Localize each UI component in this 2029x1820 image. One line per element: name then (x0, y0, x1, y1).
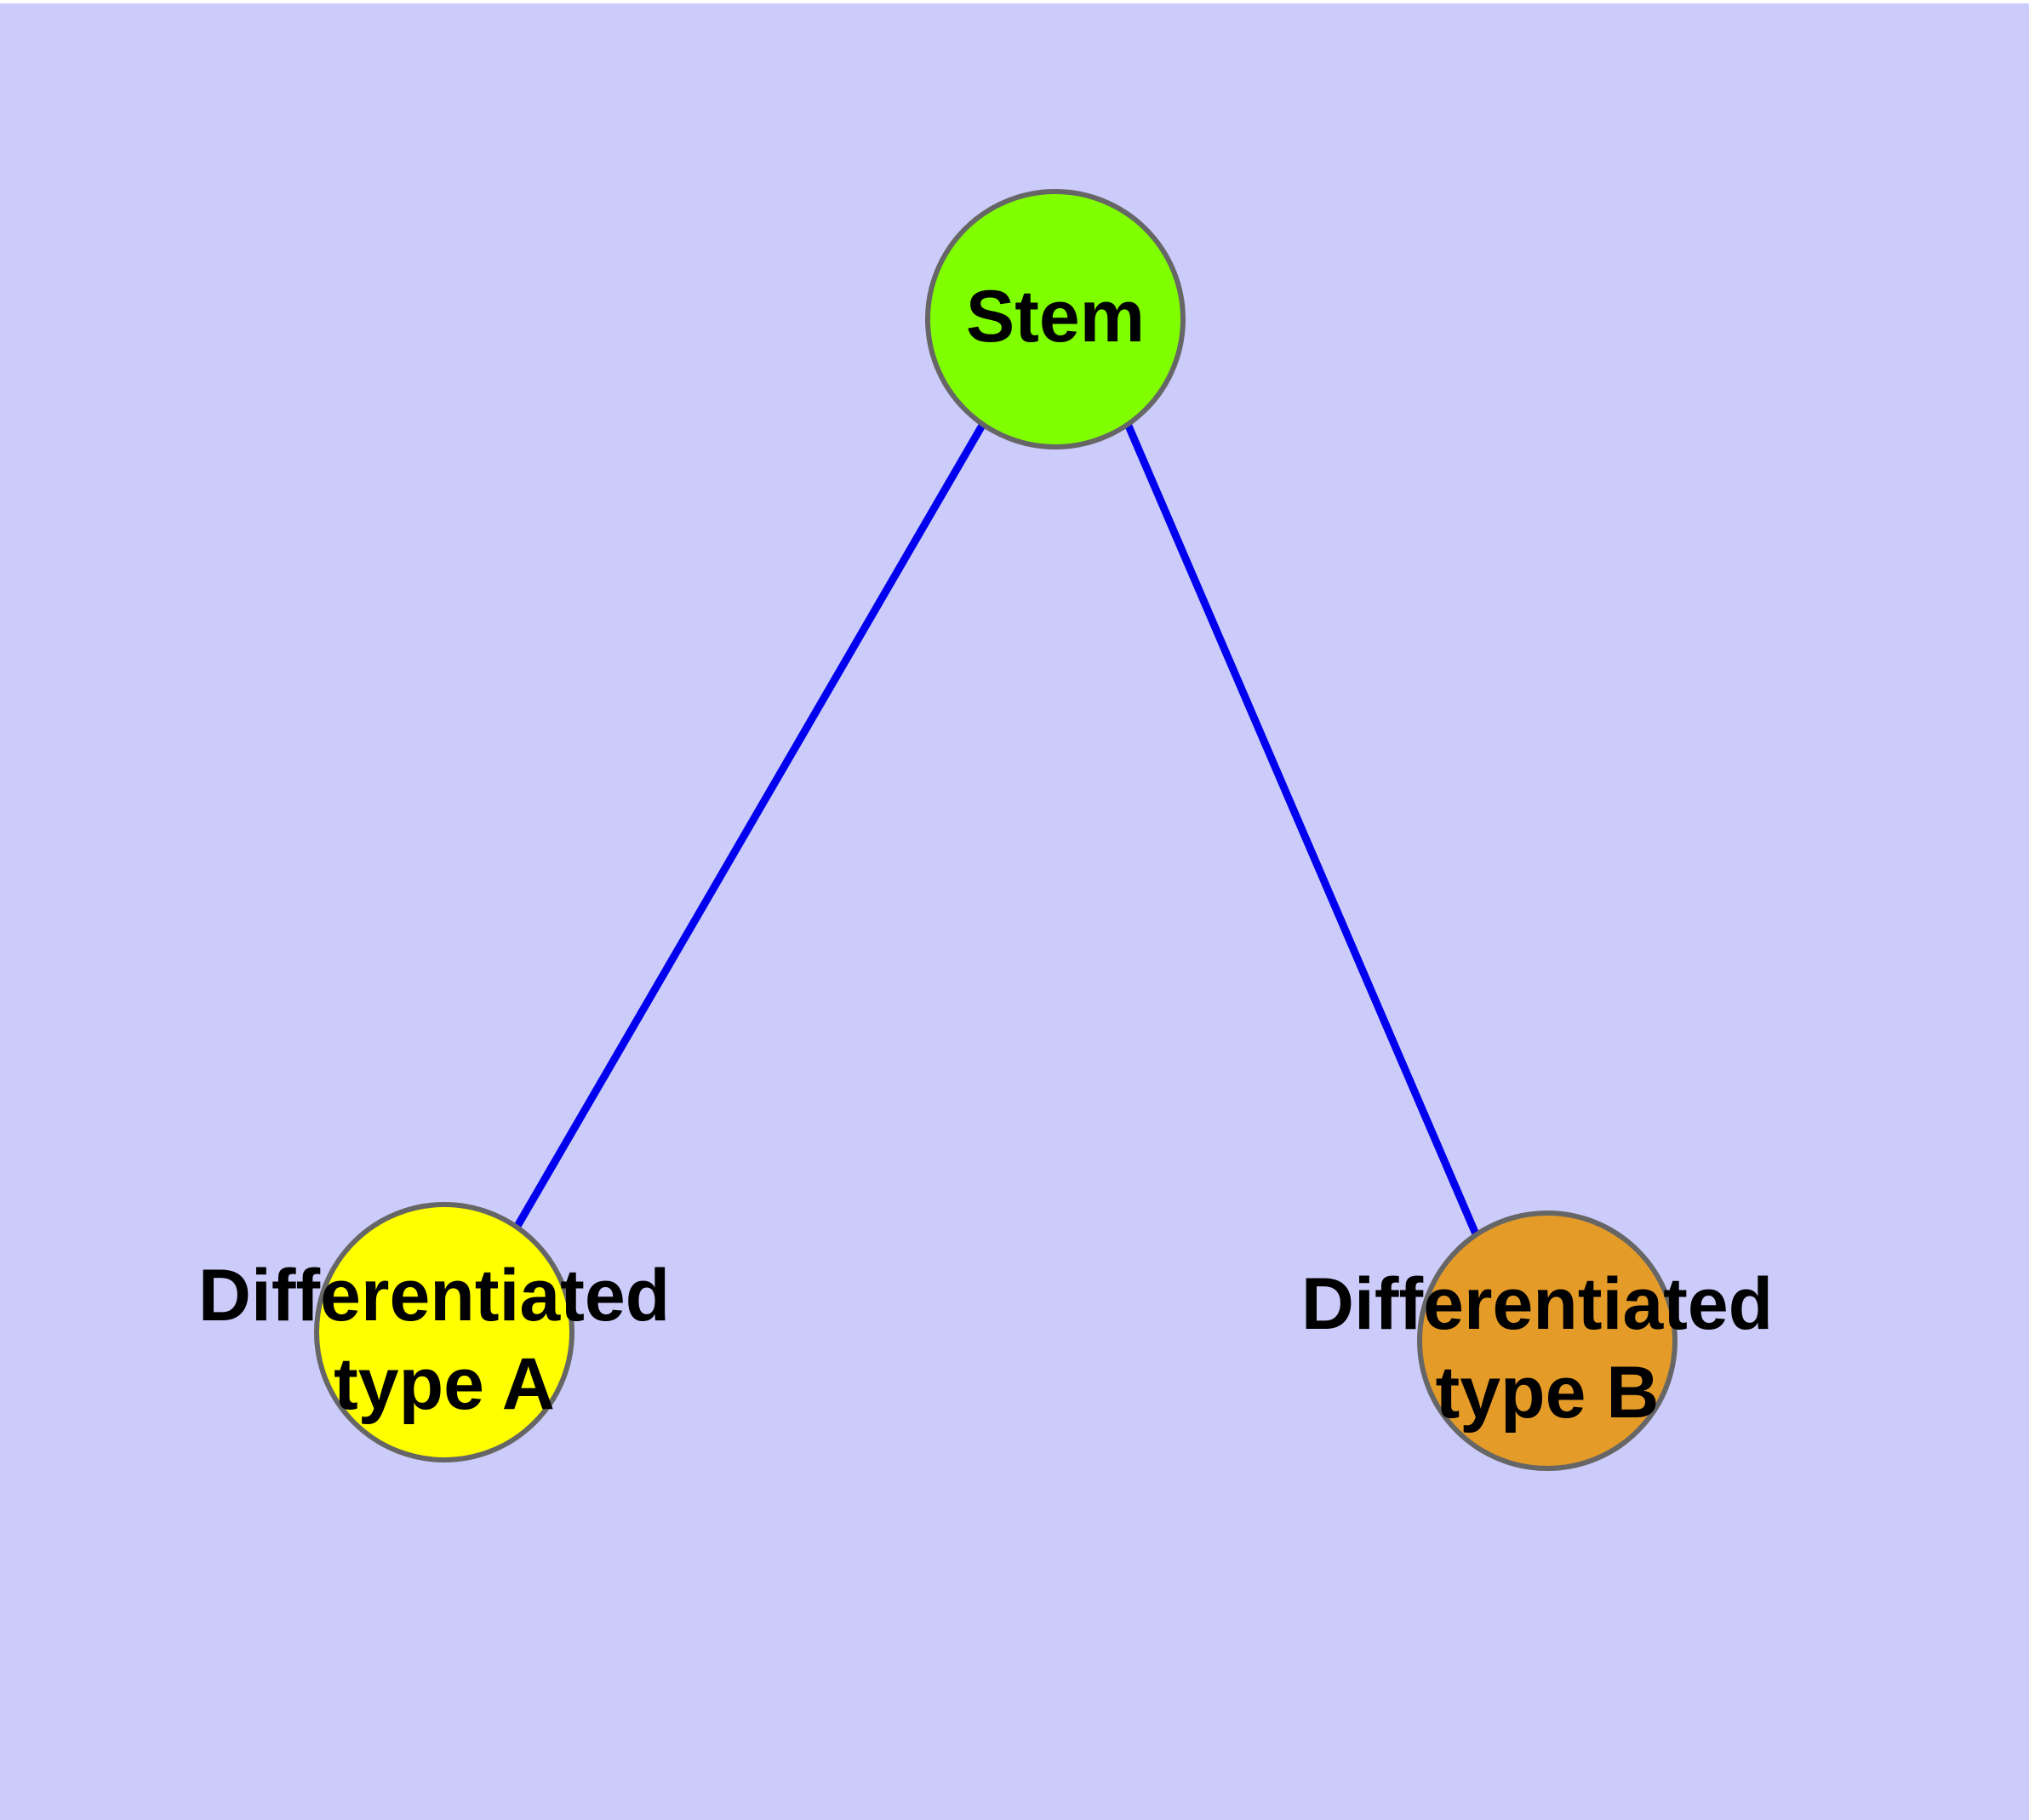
node-label-diff-a-line-2: type A (334, 1343, 555, 1425)
node-label-diff-b-line-1: Differentiated (1301, 1263, 1773, 1345)
edge-stem-to-differentiated-type-b[interactable] (1123, 422, 1481, 1238)
node-label-diff-b-line-2: type B (1436, 1352, 1660, 1434)
node-label-stem: Stem (966, 276, 1145, 358)
label-layer: Stem Differentiated type A Differentiate… (198, 276, 1793, 1434)
node-circle-diff-b[interactable] (1417, 1210, 1677, 1471)
node-label-diff-b: Differentiated type B (1301, 1263, 1793, 1434)
node-diff-b[interactable] (1417, 1210, 1677, 1471)
node-label-diff-a-line-1: Differentiated (198, 1255, 670, 1336)
node-layer (314, 189, 1677, 1471)
node-circle-diff-a[interactable] (314, 1202, 574, 1462)
node-label-stem-line-1: Stem (966, 276, 1145, 358)
node-circle-stem[interactable] (925, 189, 1186, 449)
node-stem[interactable] (925, 189, 1186, 449)
edge-stem-to-differentiated-type-a[interactable] (513, 421, 986, 1230)
node-diff-a[interactable] (314, 1202, 574, 1462)
edge-layer (513, 421, 1481, 1238)
node-label-diff-a: Differentiated type A (198, 1255, 690, 1425)
